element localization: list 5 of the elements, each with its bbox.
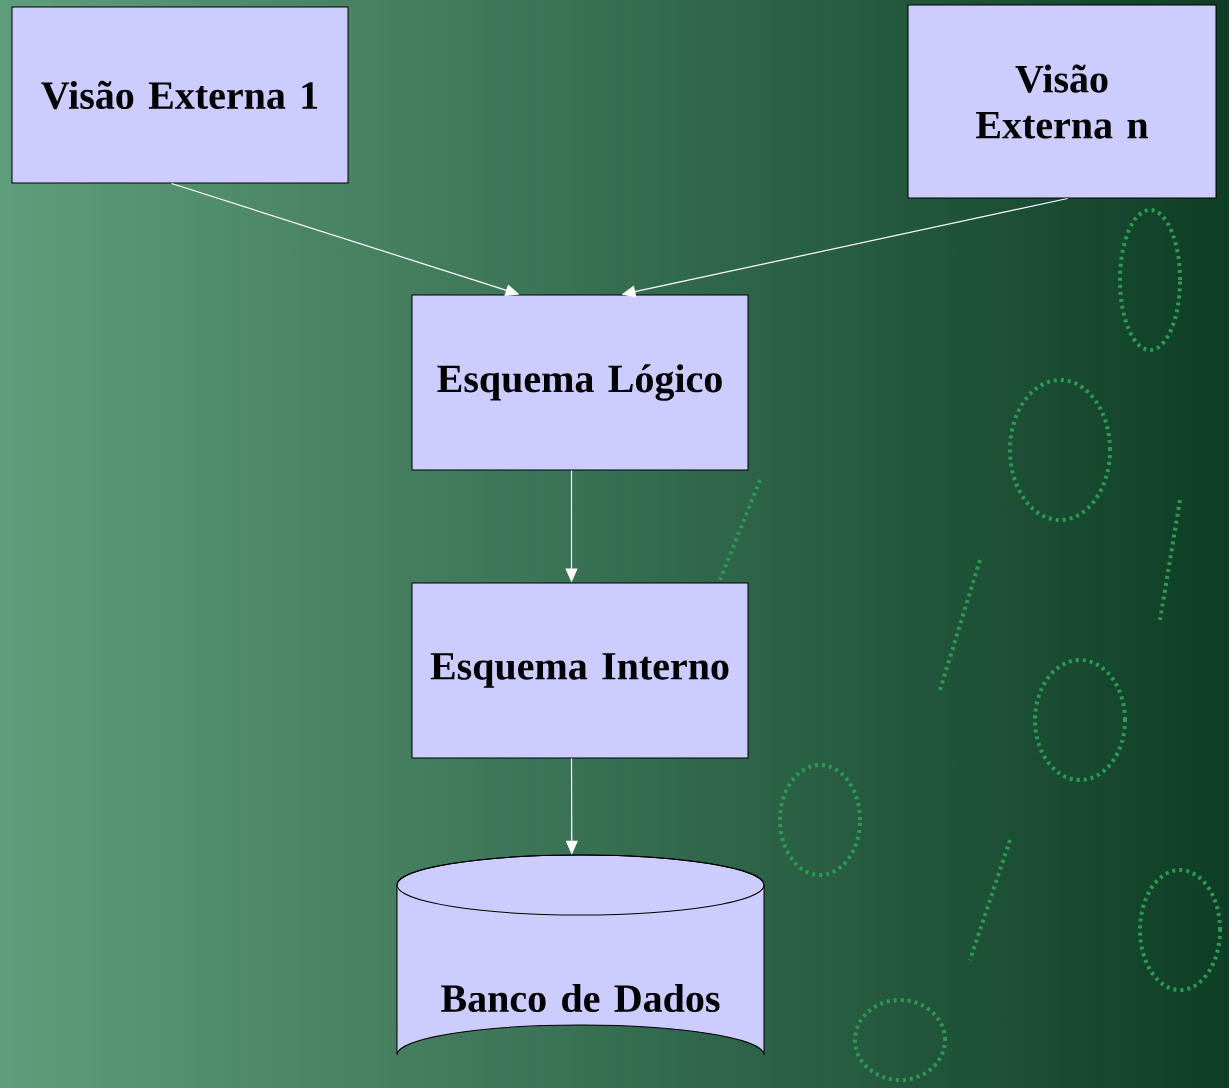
process-box: Esquema Interno	[411, 582, 749, 759]
process-box: Esquema Lógico	[411, 294, 749, 471]
process-box: Visão Externa 1	[11, 6, 349, 184]
process-box: Visão Externa n	[907, 4, 1217, 199]
database-cylinder: Banco de Dados	[396, 854, 765, 1056]
